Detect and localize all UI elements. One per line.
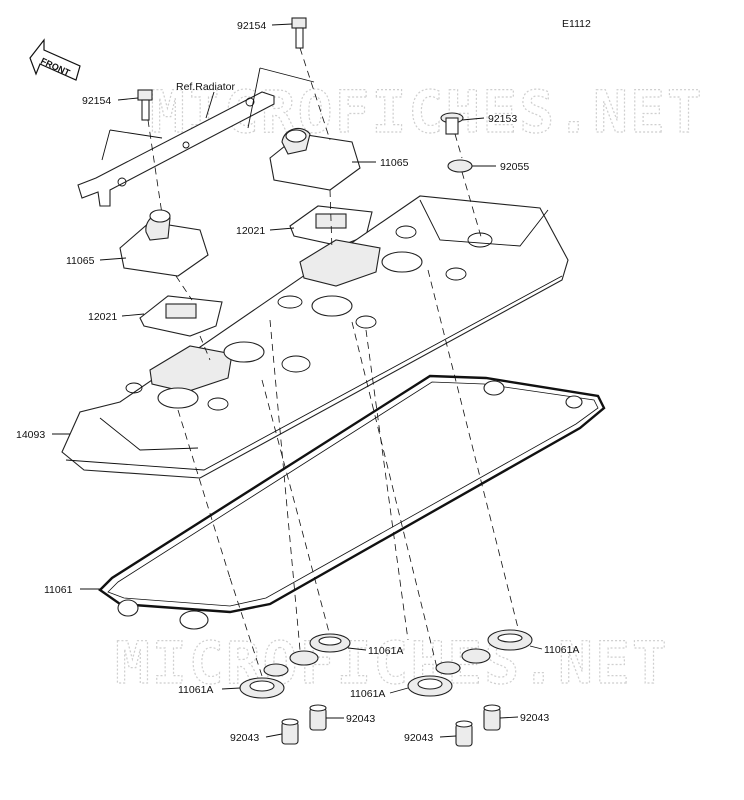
callout-11065-left: 11065 bbox=[66, 255, 95, 267]
cylinder-head-cover-14093 bbox=[61, 195, 569, 479]
callout-92154-top: 92154 bbox=[237, 20, 266, 32]
bolt-92153 bbox=[440, 112, 464, 135]
callout-92043-1: 92043 bbox=[346, 713, 375, 725]
callout-11061: 11061 bbox=[44, 584, 73, 596]
callout-11061A-2: 11061A bbox=[544, 644, 579, 656]
radiator-bracket bbox=[77, 91, 275, 207]
callout-leaders bbox=[52, 23, 543, 738]
callout-92043-4: 92043 bbox=[404, 732, 433, 744]
callout-92043-2: 92043 bbox=[520, 712, 549, 724]
bolt-92154-left bbox=[137, 89, 153, 121]
grommet-set-2 bbox=[407, 629, 533, 747]
callout-92153: 92153 bbox=[488, 113, 517, 125]
cover-11065-right bbox=[269, 127, 361, 191]
callout-11061A-3: 11061A bbox=[178, 684, 213, 696]
callout-11061A-4: 11061A bbox=[350, 688, 385, 700]
plate-12021-lower bbox=[139, 295, 223, 337]
callout-12021-lower: 12021 bbox=[88, 311, 117, 323]
diagram-code: E1112 bbox=[562, 18, 591, 30]
cover-11065-left bbox=[119, 209, 209, 277]
watermark-bottom: MICROFICHES.NET bbox=[115, 629, 669, 697]
gasket-11061 bbox=[98, 374, 606, 630]
ref-radiator-label: Ref.Radiator bbox=[176, 81, 235, 93]
front-arrow-icon: FRONT bbox=[29, 38, 81, 81]
callout-14093: 14093 bbox=[16, 429, 45, 441]
washer-92055 bbox=[447, 159, 473, 173]
callout-12021-upper: 12021 bbox=[236, 225, 265, 237]
assembly-lines bbox=[147, 47, 521, 677]
callout-11065-right: 11065 bbox=[380, 157, 409, 169]
callout-11061A-1: 11061A bbox=[368, 645, 403, 657]
callout-92055: 92055 bbox=[500, 161, 529, 173]
bolt-92154-top bbox=[291, 17, 307, 49]
callout-92043-3: 92043 bbox=[230, 732, 259, 744]
callout-92154-left: 92154 bbox=[82, 95, 111, 107]
grommet-set-1 bbox=[239, 633, 351, 745]
